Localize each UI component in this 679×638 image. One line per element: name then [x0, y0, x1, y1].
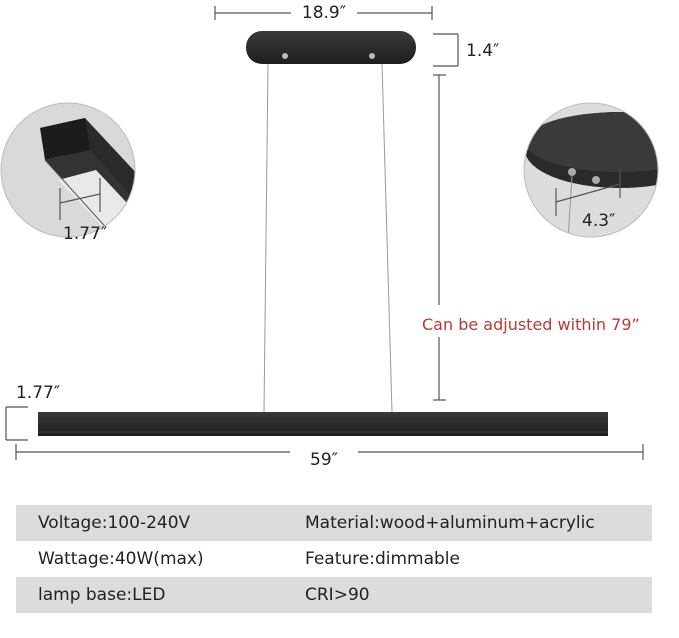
spec-cell: CRI>90	[283, 577, 652, 613]
spec-row: Wattage:40W(max) Feature:dimmable	[16, 541, 652, 577]
spec-cell: Feature:dimmable	[283, 541, 652, 577]
cable-length-dimension	[433, 74, 446, 401]
spec-row: lamp base:LED CRI>90	[16, 577, 652, 613]
spec-cell: Material:wood+aluminum+acrylic	[283, 505, 652, 541]
spec-material: Material:wood+aluminum+acrylic	[305, 513, 595, 533]
bar-length-dimension: 59″	[15, 444, 644, 470]
spec-cell: Voltage:100-240V	[16, 505, 283, 541]
light-bar	[38, 412, 608, 436]
bar-end-detail: 1.77″	[0, 102, 136, 244]
spec-voltage: Voltage:100-240V	[38, 513, 191, 533]
spec-lamp-base: lamp base:LED	[38, 585, 166, 605]
detail-right-label: 4.3″	[582, 211, 615, 231]
bar-length-label: 59″	[310, 450, 338, 470]
suspension-cables	[263, 63, 393, 413]
spec-row: Voltage:100-240V Material:wood+aluminum+…	[16, 505, 652, 541]
spec-feature: Feature:dimmable	[305, 549, 460, 569]
spec-cell: Wattage:40W(max)	[16, 541, 283, 577]
bar-height-dimension: 1.77″	[5, 383, 60, 441]
canopy-height-dimension: 1.4″	[433, 33, 499, 67]
spec-cri: CRI>90	[305, 585, 370, 605]
detail-left-label: 1.77″	[63, 224, 107, 244]
spec-table: Voltage:100-240V Material:wood+aluminum+…	[16, 505, 652, 613]
lamp-dimension-diagram: 18.9″ 1.4″ Can be adjusted within 79” 1.…	[0, 2, 659, 470]
lamp-canopy	[246, 31, 416, 64]
canopy-width-label: 18.9″	[302, 3, 346, 23]
canopy-width-dimension: 18.9″	[214, 2, 433, 23]
bar-height-label: 1.77″	[16, 383, 60, 403]
spec-wattage: Wattage:40W(max)	[38, 549, 204, 569]
spec-cell: lamp base:LED	[16, 577, 283, 613]
canopy-height-label: 1.4″	[466, 41, 499, 61]
canopy-detail: 4.3″	[523, 102, 659, 238]
cable-adjust-note: Can be adjusted within 79”	[422, 315, 640, 334]
